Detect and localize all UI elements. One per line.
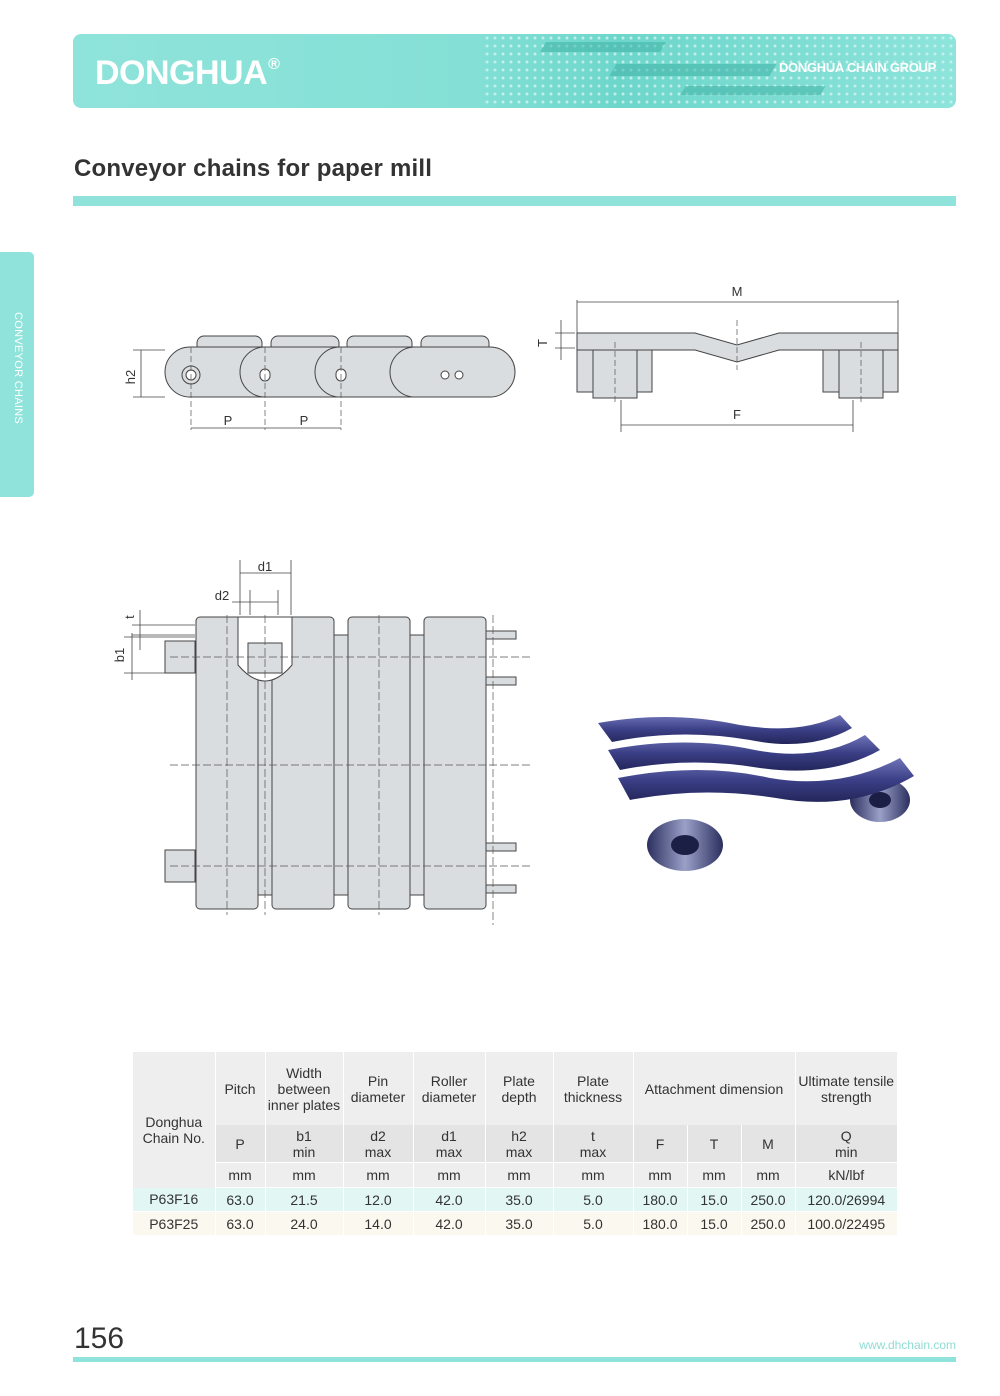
table-cell: 14.0	[342, 1211, 413, 1235]
chain-top-view-drawing: d1 d2 t b1	[112, 559, 530, 925]
header-width: Width between inner plates	[264, 1052, 343, 1125]
table-cell: 180.0	[632, 1211, 687, 1235]
table-cell: 35.0	[484, 1187, 553, 1212]
unit-cell: mm	[412, 1162, 485, 1188]
symbol-cell: T	[686, 1125, 741, 1163]
header-attachment: Attachment dimension	[632, 1052, 795, 1125]
label-h2: h2	[123, 370, 138, 384]
symbol-cell: P	[214, 1125, 265, 1163]
table-cell: 100.0/22495	[794, 1211, 897, 1235]
unit-cell: mm	[214, 1162, 265, 1188]
header-pitch: Pitch	[214, 1052, 265, 1125]
page-number: 156	[74, 1322, 125, 1355]
table-header-row: Donghua Chain No. Pitch Width between in…	[133, 1052, 897, 1188]
header-plate-thickness: Plate thickness	[552, 1052, 633, 1125]
title-underline	[73, 196, 956, 206]
label-f: F	[733, 407, 741, 422]
page-title: Conveyor chains for paper mill	[74, 155, 433, 182]
symbol-cell: F	[632, 1125, 687, 1163]
chain-number: P63F16	[133, 1187, 215, 1212]
table-unit-row: mm mm mm mm mm mm mm mm mm kN/lbf	[133, 1162, 897, 1188]
label-b1: b1	[112, 648, 127, 662]
label-d1: d1	[258, 559, 272, 574]
banner-streak	[609, 64, 777, 76]
unit-cell: mm	[484, 1162, 553, 1188]
table-cell: 180.0	[632, 1187, 687, 1212]
label-m: M	[732, 284, 743, 299]
table-cell: 250.0	[740, 1187, 795, 1212]
table-cell: 35.0	[484, 1211, 553, 1235]
unit-cell: mm	[632, 1162, 687, 1188]
unit-cell: mm	[686, 1162, 741, 1188]
label-pitch-1: P	[224, 413, 233, 428]
label-pitch-2: P	[300, 413, 309, 428]
side-tab-label: CONVEYOR CHAINS	[12, 312, 24, 425]
unit-cell: mm	[740, 1162, 795, 1188]
table-cell: 15.0	[686, 1187, 741, 1212]
chain-number: P63F25	[133, 1211, 215, 1235]
table-cell: 15.0	[686, 1211, 741, 1235]
table-row: P63F16 63.0 21.5 12.0 42.0 35.0 5.0 180.…	[133, 1187, 897, 1212]
unit-cell: kN/lbf	[794, 1162, 897, 1188]
table-cell: 21.5	[264, 1187, 343, 1212]
table-cell: 42.0	[412, 1211, 485, 1235]
footer-bar	[73, 1357, 956, 1362]
table-cell: 12.0	[342, 1187, 413, 1212]
table-cell: 42.0	[412, 1187, 485, 1212]
symbol-cell: M	[740, 1125, 795, 1163]
header-strength: Ultimate tensile strength	[794, 1052, 897, 1125]
table-cell: 250.0	[740, 1211, 795, 1235]
chain-front-view-drawing: M T F	[535, 284, 899, 432]
table-cell: 24.0	[264, 1211, 343, 1235]
group-name: DONGHUA CHAIN GROUP	[778, 60, 936, 75]
unit-cell: mm	[264, 1162, 343, 1188]
label-t: t	[122, 615, 137, 619]
table-row: P63F25 63.0 24.0 14.0 42.0 35.0 5.0 180.…	[133, 1211, 897, 1235]
footer-url[interactable]: www.dhchain.com	[859, 1338, 956, 1352]
table-cell: 120.0/26994	[794, 1187, 897, 1212]
chain-no-header: Donghua Chain No.	[133, 1052, 215, 1188]
chain-photo	[598, 715, 914, 871]
spec-table: Donghua Chain No. Pitch Width between in…	[133, 1052, 897, 1235]
banner-streak	[680, 86, 826, 95]
table-cell: 5.0	[552, 1211, 633, 1235]
chain-side-view-drawing: h2 P P	[123, 335, 516, 430]
unit-cell: mm	[342, 1162, 413, 1188]
header-banner: DONGHUA® DONGHUA CHAIN GROUP	[73, 34, 956, 108]
unit-cell: mm	[552, 1162, 633, 1188]
side-tab: CONVEYOR CHAINS	[0, 252, 34, 497]
label-t-cap: T	[535, 339, 550, 347]
header-plate-depth: Plate depth	[484, 1052, 553, 1125]
table-cell: 5.0	[552, 1187, 633, 1212]
table-cell: 63.0	[214, 1187, 265, 1212]
banner-streak	[540, 42, 666, 52]
header-pin: Pin diameter	[342, 1052, 413, 1125]
label-d2: d2	[215, 588, 229, 603]
brand-logo: DONGHUA®	[95, 54, 280, 92]
table-cell: 63.0	[214, 1211, 265, 1235]
header-roller: Roller diameter	[412, 1052, 485, 1125]
